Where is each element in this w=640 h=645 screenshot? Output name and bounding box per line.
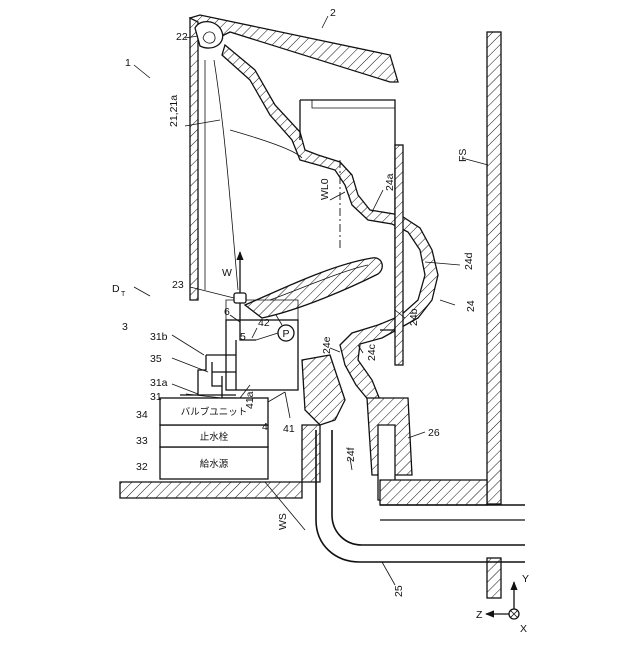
part-23 xyxy=(234,293,246,303)
rim-22 xyxy=(195,22,223,48)
label-34: 34 xyxy=(136,409,148,421)
label-22: 22 xyxy=(176,31,188,43)
wall-slab xyxy=(120,482,302,498)
label-23: 23 xyxy=(172,279,184,291)
cover-inner-line xyxy=(312,100,395,108)
valve-unit-text: バルブユニット xyxy=(181,406,248,418)
label-w: W xyxy=(222,267,232,279)
label-1: 1 xyxy=(125,57,131,69)
leader-dt xyxy=(134,287,150,296)
label-24b: 24b xyxy=(408,308,420,326)
label-41: 41 xyxy=(283,423,295,435)
label-25: 25 xyxy=(393,585,405,597)
label-fs: FS xyxy=(457,149,469,162)
label-wl0: WL0 xyxy=(319,178,331,200)
label-ws: WS xyxy=(277,513,289,530)
label-31a: 31a xyxy=(150,377,168,389)
axis-y-label: Y xyxy=(522,573,529,585)
label-4: 4 xyxy=(262,421,268,433)
water-source-text: 給水源 xyxy=(200,458,229,470)
label-42: 42 xyxy=(258,317,270,329)
label-32: 32 xyxy=(136,461,148,473)
label-6: 6 xyxy=(224,306,230,318)
label-31: 31 xyxy=(150,391,162,403)
floor-base xyxy=(380,480,487,505)
rear-rib xyxy=(395,145,403,365)
floor-slab-lower xyxy=(487,558,501,598)
bowl-inner-curve xyxy=(214,60,238,290)
bowl-front-wall xyxy=(190,18,198,300)
outlet-body xyxy=(302,355,345,425)
label-dt: D xyxy=(112,283,120,295)
pump-letter: P xyxy=(282,328,289,340)
label-24c: 24c xyxy=(366,344,378,361)
label-31b: 31b xyxy=(150,331,168,343)
axis-indicator: Y Z X xyxy=(476,573,529,635)
valve-35 xyxy=(212,362,222,386)
label-dt-sub: T xyxy=(121,291,126,298)
bowl-shell xyxy=(190,15,398,82)
label-33: 33 xyxy=(136,435,148,447)
stop-valve-text: 止水栓 xyxy=(200,431,229,443)
label-5: 5 xyxy=(240,331,246,343)
label-35: 35 xyxy=(150,353,162,365)
label-3: 3 xyxy=(122,321,128,333)
outlet-wall-left xyxy=(302,425,320,482)
label-41a: 41a xyxy=(244,391,256,409)
label-24f: 24f xyxy=(345,447,357,462)
label-24: 24 xyxy=(465,300,477,312)
label-24d: 24d xyxy=(463,252,475,270)
label-2: 2 xyxy=(330,7,336,19)
floor-slab xyxy=(487,32,501,504)
axis-x-label: X xyxy=(520,623,527,635)
label-24e: 24e xyxy=(321,336,333,354)
label-24a: 24a xyxy=(384,173,396,191)
axis-z-label: Z xyxy=(476,609,483,621)
label-26: 26 xyxy=(428,427,440,439)
pipe-31a xyxy=(198,355,206,395)
label-21: 21,21a xyxy=(168,95,180,127)
